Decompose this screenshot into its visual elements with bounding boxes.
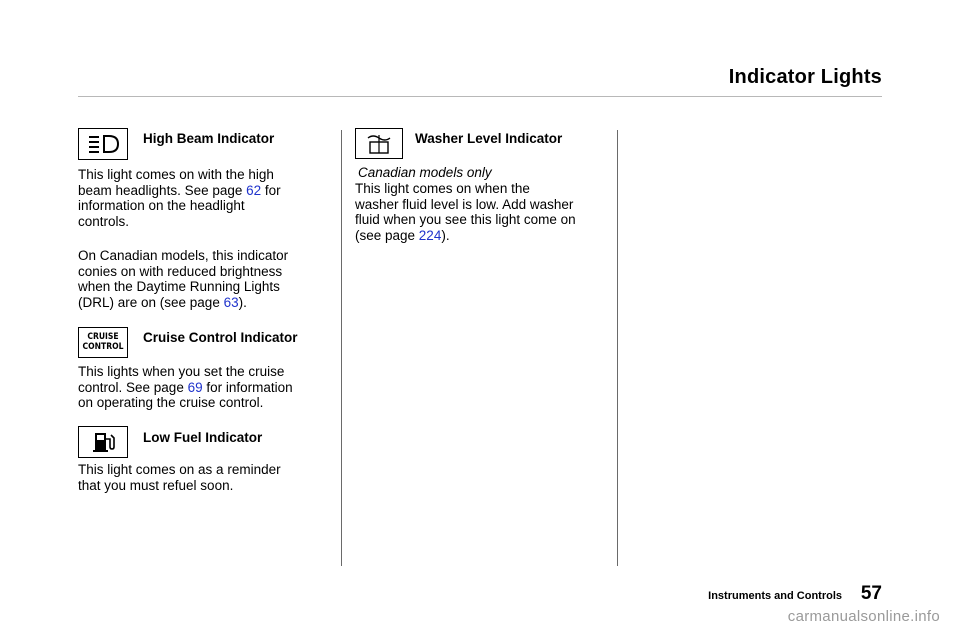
watermark: carmanualsonline.info bbox=[787, 608, 940, 625]
cruise-icon-line1: CRUISE bbox=[87, 332, 119, 342]
page-link-69[interactable]: 69 bbox=[187, 379, 203, 395]
low-fuel-description: This light comes on as a reminder that y… bbox=[78, 462, 281, 493]
washer-level-description: This light comes on when the washer flui… bbox=[355, 181, 576, 243]
section-label: Instruments and Controls bbox=[708, 590, 842, 602]
washer-fluid-icon bbox=[367, 134, 391, 154]
high-beam-indicator-icon-box bbox=[78, 128, 128, 160]
cruise-control-heading: Cruise Control Indicator bbox=[143, 330, 298, 345]
page-link-224[interactable]: 224 bbox=[418, 227, 442, 243]
fuel-pump-icon bbox=[93, 433, 115, 452]
high-beam-description: This light comes on with the high beam h… bbox=[78, 167, 281, 229]
high-beam-canadian-note: On Canadian models, this indicator conie… bbox=[78, 248, 289, 310]
cruise-control-icon: CRUISE CONTROL bbox=[78, 327, 128, 358]
page-number: 57 bbox=[860, 583, 882, 604]
header-rule bbox=[78, 96, 882, 97]
high-beam-icon bbox=[89, 135, 120, 153]
cruise-icon-line2: CONTROL bbox=[82, 341, 124, 352]
high-beam-heading: High Beam Indicator bbox=[143, 131, 275, 146]
cruise-control-description: This lights when you set the cruise cont… bbox=[78, 364, 293, 410]
page-title: Indicator Lights bbox=[728, 66, 882, 88]
washer-canadian-note: Canadian models only bbox=[358, 165, 492, 180]
washer-level-indicator-icon-box bbox=[355, 128, 403, 159]
low-fuel-heading: Low Fuel Indicator bbox=[143, 430, 263, 445]
column-divider-right bbox=[617, 130, 618, 566]
low-fuel-indicator-icon-box bbox=[78, 426, 128, 458]
page-link-63[interactable]: 63 bbox=[223, 294, 239, 310]
column-divider-left bbox=[341, 130, 342, 566]
washer-level-heading: Washer Level Indicator bbox=[415, 131, 563, 146]
page-link-62[interactable]: 62 bbox=[246, 182, 262, 198]
